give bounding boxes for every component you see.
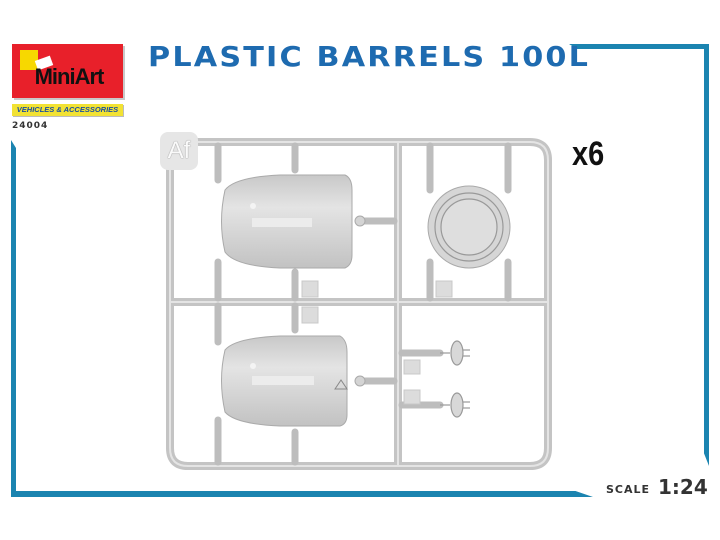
frame-bottom-line	[11, 491, 593, 497]
barrel-lid	[427, 185, 511, 269]
scale-value: 1:24	[658, 475, 708, 499]
sprue-label: Af	[160, 132, 198, 170]
barrel-upper	[221, 174, 366, 269]
brand-category: VEHICLES & ACCESSORIES	[12, 104, 123, 116]
quantity-label: x6	[572, 135, 605, 173]
scale-label: SCALE	[606, 483, 651, 496]
kit-number: 24004	[12, 121, 49, 131]
brand-name: MiniArt	[34, 64, 105, 89]
page-title: PLASTIC BARRELS 100L	[148, 40, 591, 73]
logo-yellow-square	[20, 50, 38, 70]
frame-top-line	[569, 44, 709, 49]
frame-left-line	[11, 140, 16, 497]
frame-right-line	[704, 44, 709, 466]
barrel-lower	[221, 335, 366, 427]
